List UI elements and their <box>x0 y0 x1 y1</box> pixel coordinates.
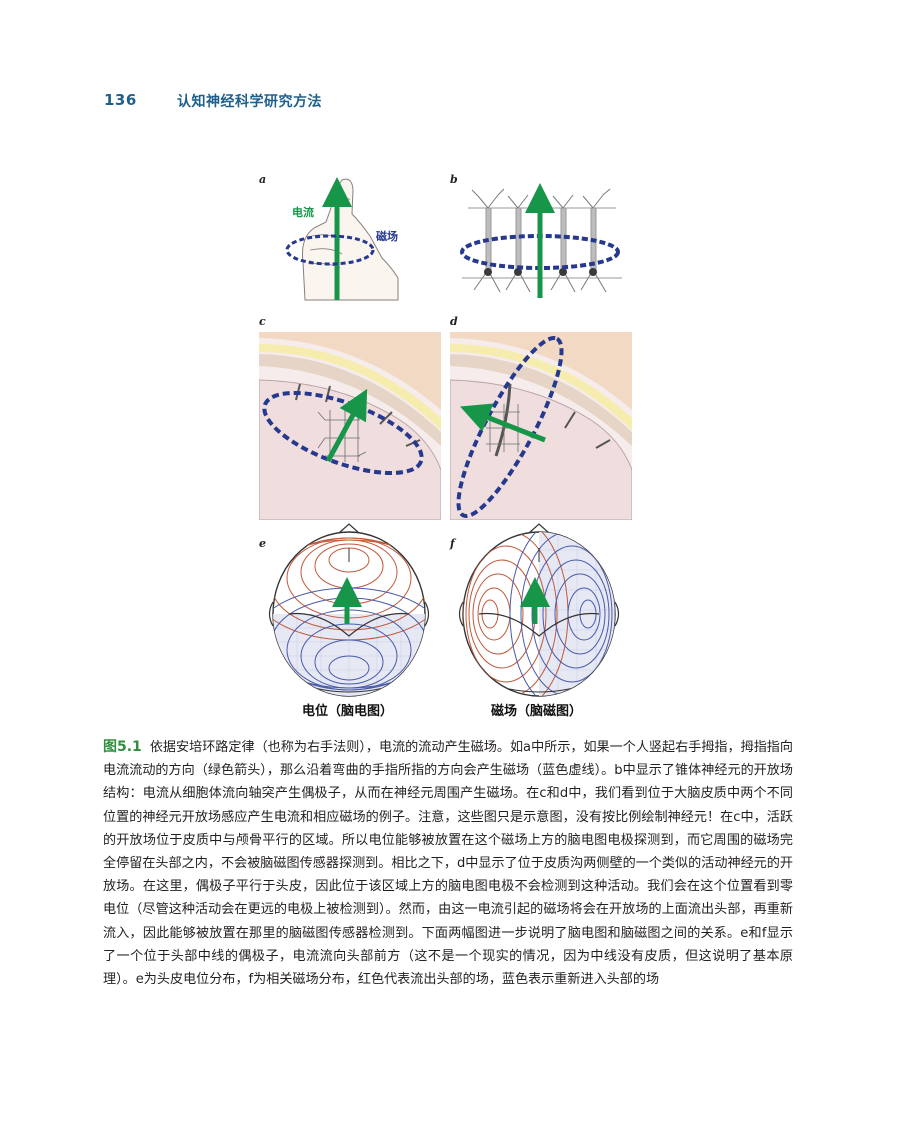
panel-c-cortex <box>259 332 441 520</box>
panel-label-b: b <box>450 173 458 186</box>
panel-label-d: d <box>450 315 458 328</box>
panel-f-meg-map <box>458 523 620 697</box>
panel-c-current-arrow <box>325 388 368 463</box>
meg-map-label: 磁场（脑磁图） <box>491 704 583 719</box>
panel-label-e: e <box>259 537 266 550</box>
panel-label-f: f <box>450 537 455 550</box>
eeg-map-label: 电位（脑电图） <box>302 704 394 719</box>
page-number: 136 <box>104 91 137 109</box>
panel-e-eeg-map <box>268 523 430 697</box>
figure-number: 图5.1 <box>103 739 142 755</box>
running-head: 认知神经科学研究方法 <box>177 94 322 110</box>
panel-a-magnetic-field-loop <box>285 234 375 266</box>
panel-label-a: a <box>259 173 267 186</box>
panel-d-cortex <box>450 332 632 520</box>
caption-text: 依据安培环路定律（也称为右手法则），电流的流动产生磁场。如a中所示，如果一个人竖… <box>103 740 793 988</box>
panel-a-current-label: 电流 <box>292 205 314 219</box>
figure-5-1: 电流 磁场 <box>259 177 632 697</box>
panel-a-field-label: 磁场 <box>376 229 398 243</box>
panel-d-current-arrow <box>460 403 546 443</box>
panel-label-c: c <box>259 315 266 328</box>
